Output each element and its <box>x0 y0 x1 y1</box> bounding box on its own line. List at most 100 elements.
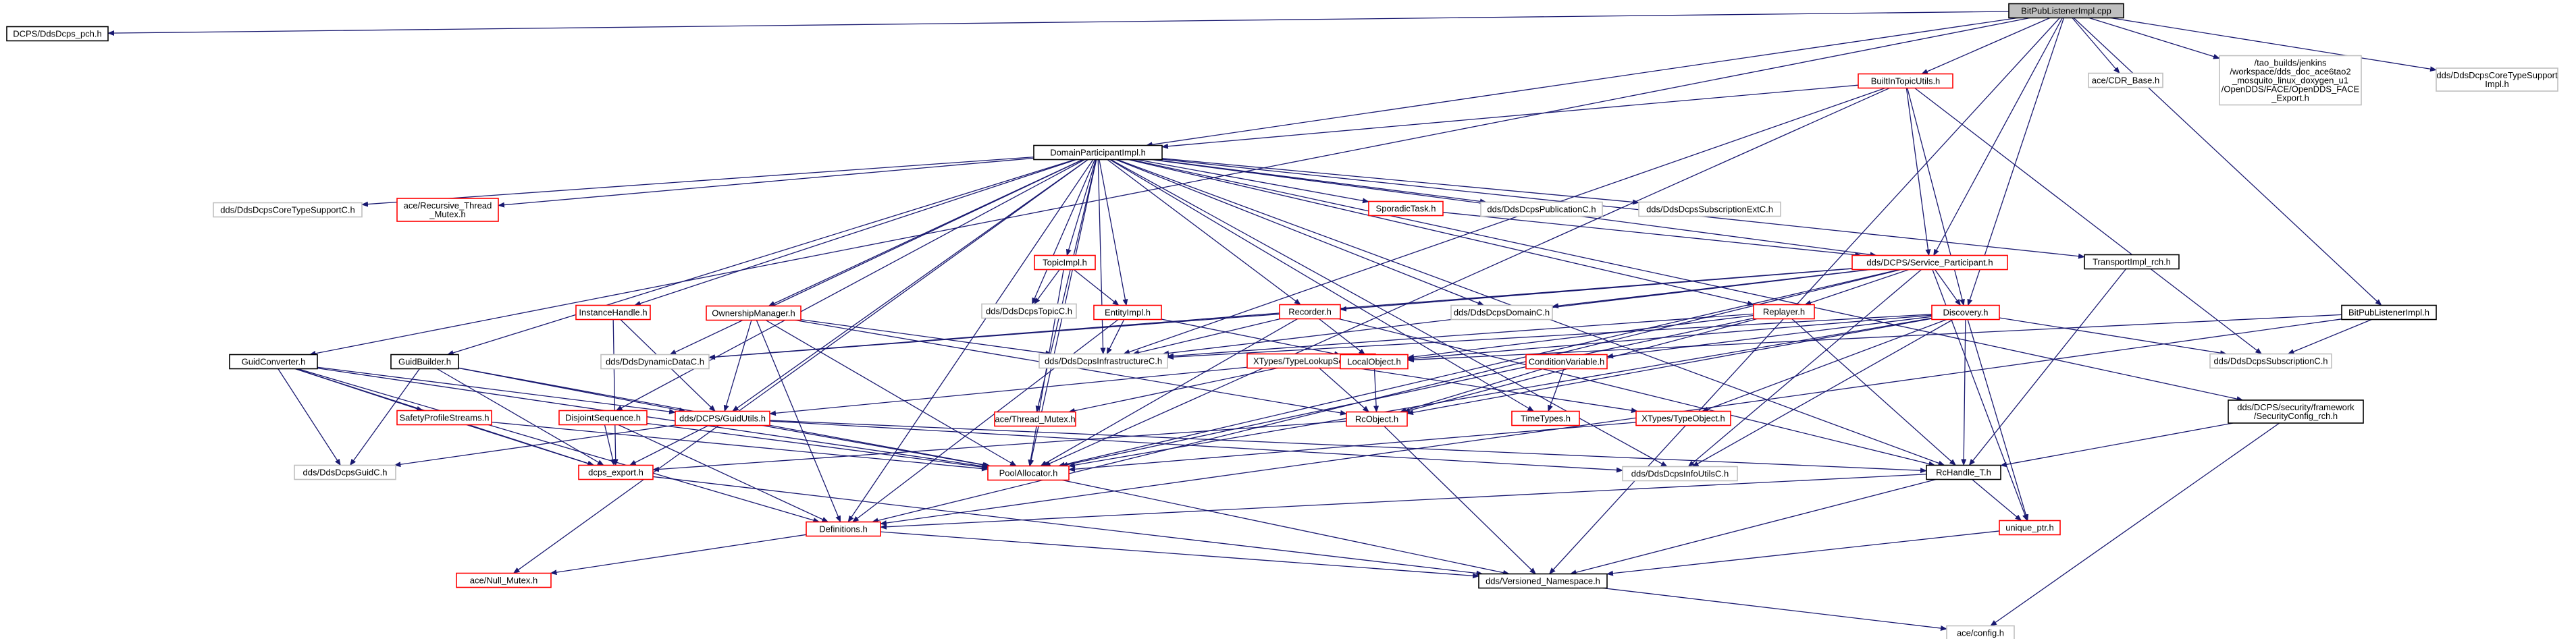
node-uniqueptr[interactable]: unique_ptr.h <box>1999 520 2061 536</box>
edge-dpi-to-instance <box>633 159 1077 306</box>
node-label: TransportImpl_rch.h <box>2093 257 2171 267</box>
edge-disjoint-to-definitions <box>618 424 829 523</box>
node-box <box>2219 55 2362 106</box>
node-guidbuilder[interactable]: GuidBuilder.h <box>390 354 459 370</box>
node-rcobject[interactable]: RcObject.h <box>1346 411 1408 427</box>
node-dpi[interactable]: DomainParticipantImpl.h <box>1033 144 1163 161</box>
node-label: dds/DdsDcpsSubscriptionC.h <box>2213 356 2328 366</box>
node-pch[interactable]: DCPS/DdsDcps_pch.h <box>6 26 109 42</box>
node-cdr[interactable]: ace/CDR_Base.h <box>2088 72 2163 88</box>
node-box <box>1851 254 2008 271</box>
edge-rchandle-to-definitions <box>880 474 1927 530</box>
node-instance[interactable]: InstanceHandle.h <box>575 304 651 321</box>
node-coretsc[interactable]: dds/DdsDcpsCoreTypeSupportC.h <box>213 202 363 218</box>
node-subextc[interactable]: dds/DdsDcpsSubscriptionExtC.h <box>1638 201 1781 217</box>
node-box <box>1525 354 1608 370</box>
node-box <box>558 410 648 426</box>
node-dyndata[interactable]: dds/DdsDynamicDataC.h <box>600 354 710 370</box>
node-bpli[interactable]: BitPubListenerImpl.h <box>2341 304 2437 321</box>
node-domainc[interactable]: dds/DdsDcpsDomainC.h <box>1450 304 1553 321</box>
node-ownership[interactable]: OwnershipManager.h <box>706 305 801 321</box>
node-safety[interactable]: SafetyProfileStreams.h <box>396 410 492 426</box>
edge-dpi-to-sporadic <box>1136 159 1369 204</box>
edge-dpi-to-pubc <box>1153 159 1487 204</box>
node-secrch[interactable]: dds/DCPS/security/framework/SecurityConf… <box>2228 399 2364 424</box>
node-pool[interactable]: PoolAllocator.h <box>987 465 1070 481</box>
node-entity[interactable]: EntityImpl.h <box>1093 304 1162 321</box>
edge-svcpart-to-pool <box>1057 269 1900 468</box>
node-ddsexport[interactable]: dcps_export.h <box>578 464 654 480</box>
node-label: dds/DdsDynamicDataC.h <box>606 357 704 367</box>
node-label: SporadicTask.h <box>1376 204 1436 214</box>
node-condvar[interactable]: ConditionVariable.h <box>1525 354 1608 370</box>
edge-dpi-to-domainc <box>1115 159 1485 306</box>
node-box <box>2228 399 2364 424</box>
node-rchandle[interactable]: RcHandle_T.h <box>1926 464 2001 480</box>
edge-sporadic-to-svcpart <box>1442 212 1862 258</box>
node-topicimpl[interactable]: TopicImpl.h <box>1034 254 1096 271</box>
node-label: EntityImpl.h <box>1105 308 1151 318</box>
node-label: InstanceHandle.h <box>579 308 647 318</box>
node-label: RcHandle_T.h <box>1936 468 1991 478</box>
edge-dpi-to-guidbuilder <box>446 159 1076 356</box>
node-guidc[interactable]: dds/DdsDcpsGuidC.h <box>294 464 396 480</box>
node-nullmutex[interactable]: ace/Null_Mutex.h <box>456 572 552 588</box>
edge-dpi-to-recorder <box>1107 159 1301 306</box>
node-definitions[interactable]: Definitions.h <box>806 521 881 537</box>
node-guidutils[interactable]: dds/DCPS/GuidUtils.h <box>675 410 770 426</box>
edge-dpi-to-replayer <box>1128 159 1754 306</box>
node-label: dds/DCPS/security/framework <box>2237 402 2355 412</box>
edge-tirch-to-rchandle <box>1968 269 2127 466</box>
node-label: DCPS/DdsDcps_pch.h <box>13 29 102 39</box>
node-layer: BitPubListenerImpl.cppDCPS/DdsDcps_pch.h… <box>6 3 2558 639</box>
node-box <box>213 202 363 218</box>
node-recmutex[interactable]: ace/Recursive_Thread_Mutex.h <box>396 198 499 222</box>
node-label: _mosquito_linux_doxygen_u1 <box>2232 76 2348 86</box>
node-pubc[interactable]: dds/DdsDcpsPublicationC.h <box>1480 201 1603 217</box>
node-tirch[interactable]: TransportImpl_rch.h <box>2084 254 2180 270</box>
edge-bitu-to-pool <box>1043 87 1890 467</box>
node-box <box>1034 254 1096 271</box>
node-label: DisjointSequence.h <box>565 413 641 423</box>
edge-bitu-to-dpi <box>1161 84 1859 149</box>
edge-rchandle-to-uniqueptr <box>1972 479 2022 522</box>
node-disjoint[interactable]: DisjointSequence.h <box>558 410 648 426</box>
node-bitu[interactable]: BuiltInTopicUtils.h <box>1858 73 1953 89</box>
node-label: TopicImpl.h <box>1043 258 1087 268</box>
edge-guidutils-to-ddsexport <box>629 424 709 466</box>
edge-discovery-to-pool <box>1068 317 1933 468</box>
node-infoutils[interactable]: dds/DdsDcpsInfoUtilsC.h <box>1622 466 1738 482</box>
node-subc[interactable]: dds/DdsDcpsSubscriptionC.h <box>2209 353 2332 369</box>
node-box <box>1033 144 1163 161</box>
node-label: dds/DCPS/GuidUtils.h <box>679 414 766 424</box>
node-label: dds/DdsDcpsCoreTypeSupport <box>2436 70 2558 80</box>
node-infra[interactable]: dds/DdsDcpsInfrastructureC.h <box>1039 353 1168 369</box>
node-recorder[interactable]: Recorder.h <box>1279 304 1341 320</box>
edge-dpi-to-nullmutex <box>512 159 1088 574</box>
node-localobj[interactable]: LocalObject.h <box>1340 354 1409 370</box>
node-threadmutex[interactable]: ace/Thread_Mutex.h <box>994 411 1076 427</box>
edge-dpi-to-secrch <box>1130 159 2244 402</box>
edge-dpi-to-definitions <box>847 159 1094 523</box>
node-svcpart[interactable]: dds/DCPS/Service_Participant.h <box>1851 254 2008 271</box>
node-discovery[interactable]: Discovery.h <box>1931 304 2000 321</box>
node-guidconv[interactable]: GuidConverter.h <box>229 354 318 370</box>
node-timetypes[interactable]: TimeTypes.h <box>1511 410 1580 426</box>
edge-root-to-guidconv <box>309 17 2030 356</box>
edge-ownership-to-guidutils <box>723 320 752 412</box>
node-typeobj[interactable]: XTypes/TypeObject.h <box>1635 410 1731 426</box>
edge-dpi-to-guidutils <box>732 159 1088 412</box>
node-label: BuiltInTopicUtils.h <box>1871 76 1941 86</box>
node-sporadic[interactable]: SporadicTask.h <box>1368 200 1444 217</box>
node-facepath[interactable]: /tao_builds/jenkins/workspace/dds_doc_ac… <box>2219 55 2362 106</box>
node-box <box>1346 411 1408 427</box>
node-topicc[interactable]: dds/DdsDcpsTopicC.h <box>981 303 1077 319</box>
node-versioned[interactable]: dds/Versioned_Namespace.h <box>1478 573 1608 589</box>
node-label: BitPubListenerImpl.h <box>2348 308 2429 318</box>
node-label: ace/CDR_Base.h <box>2092 76 2159 86</box>
node-label: dds/DdsDcpsPublicationC.h <box>1487 204 1596 215</box>
node-replayer[interactable]: Replayer.h <box>1753 304 1815 320</box>
node-aceconfig[interactable]: ace/config.h <box>1946 625 2015 639</box>
